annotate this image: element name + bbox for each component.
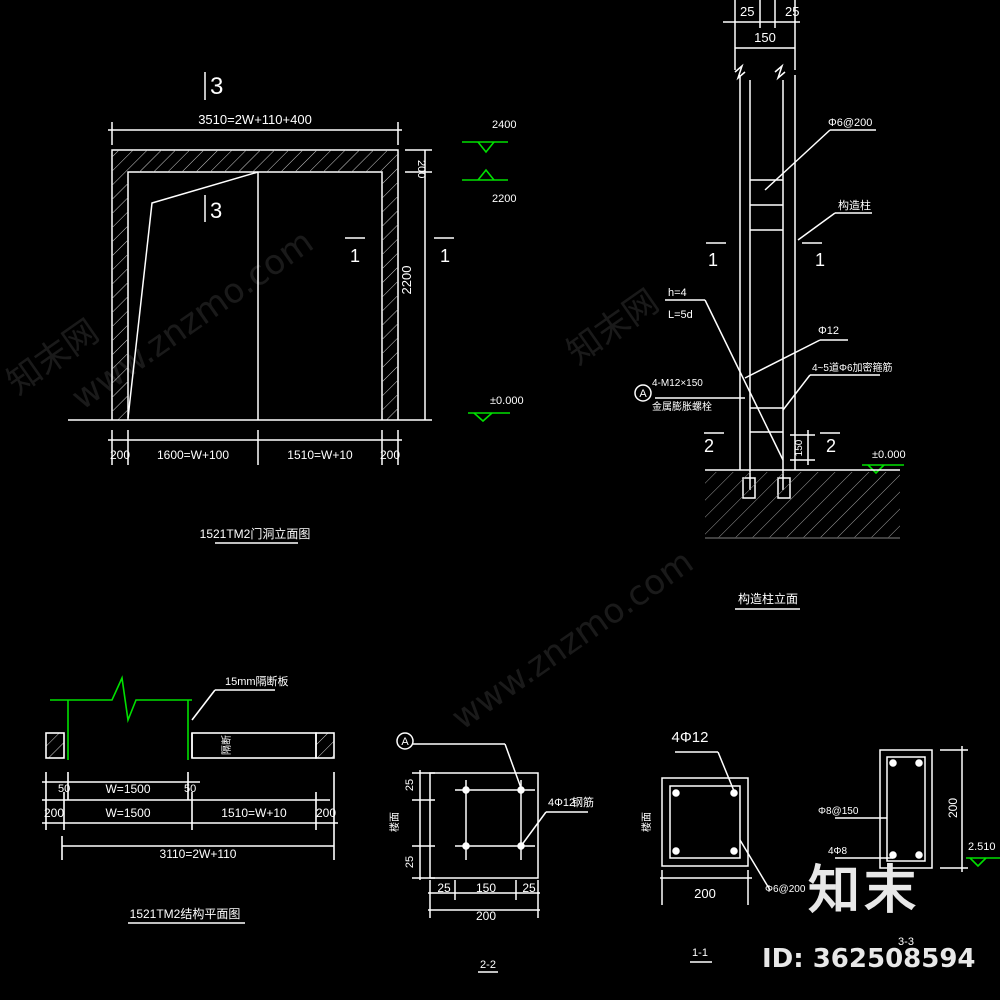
svg-text:W=1500: W=1500 bbox=[105, 782, 150, 796]
svg-text:1521TM2结构平面图: 1521TM2结构平面图 bbox=[130, 906, 241, 921]
svg-text:±0.000: ±0.000 bbox=[490, 395, 524, 407]
svg-text:Φ12: Φ12 bbox=[818, 325, 839, 337]
svg-text:2200: 2200 bbox=[492, 193, 516, 205]
svg-text:50: 50 bbox=[58, 783, 70, 795]
svg-text:25: 25 bbox=[404, 856, 416, 868]
svg-text:W=1500: W=1500 bbox=[105, 806, 150, 820]
svg-text:Φ8@150: Φ8@150 bbox=[818, 806, 859, 817]
svg-text:楼面: 楼面 bbox=[388, 812, 401, 832]
svg-text:h=4: h=4 bbox=[668, 287, 687, 299]
brand-logo: 知末 bbox=[808, 861, 921, 921]
svg-text:3110=2W+110: 3110=2W+110 bbox=[160, 847, 237, 861]
svg-text:1: 1 bbox=[350, 246, 360, 266]
svg-text:150: 150 bbox=[754, 30, 776, 45]
svg-text:2400: 2400 bbox=[492, 119, 516, 131]
section-3-3-text: Φ8@150 4Φ8 200 2.510 3-3 bbox=[818, 798, 996, 948]
svg-text:200: 200 bbox=[316, 806, 336, 820]
svg-text:楼面: 楼面 bbox=[640, 812, 653, 832]
column-text: 25 25 150 Φ6@200 构造柱 h=4 L=5d Φ12 4~5道Φ6… bbox=[639, 4, 905, 606]
svg-text:3: 3 bbox=[210, 198, 222, 223]
svg-text:1521TM2门洞立面图: 1521TM2门洞立面图 bbox=[200, 526, 311, 541]
door-frame-inner bbox=[127, 171, 383, 420]
section-1-1-text: 4Φ12 楼面 200 Φ6@200 1-1 bbox=[640, 729, 806, 959]
svg-text:150: 150 bbox=[476, 881, 496, 895]
svg-text:4Φ12: 4Φ12 bbox=[548, 797, 575, 809]
section-3-3 bbox=[835, 746, 968, 872]
plan-text: 15mm隔断板 隔断 50 50 W=1500 W=1500 200 1510=… bbox=[44, 674, 336, 921]
svg-text:2: 2 bbox=[704, 436, 714, 456]
svg-text:1: 1 bbox=[440, 246, 450, 266]
svg-text:2.510: 2.510 bbox=[968, 841, 996, 853]
svg-text:1-1: 1-1 bbox=[692, 947, 708, 959]
plan-view bbox=[42, 675, 338, 860]
svg-text:25: 25 bbox=[437, 881, 451, 895]
svg-text:15mm隔断板: 15mm隔断板 bbox=[225, 674, 289, 688]
section-2-2-text: A 4Φ12 钢筋 楼面 25 25 25 150 25 200 2-2 bbox=[388, 736, 594, 971]
svg-text:200: 200 bbox=[476, 909, 496, 923]
svg-text:3: 3 bbox=[210, 73, 223, 100]
svg-text:构造柱立面: 构造柱立面 bbox=[738, 591, 798, 606]
svg-text:2-2: 2-2 bbox=[480, 959, 496, 971]
svg-text:200: 200 bbox=[415, 160, 427, 178]
svg-text:2: 2 bbox=[826, 436, 836, 456]
svg-text:L=5d: L=5d bbox=[668, 309, 693, 321]
svg-text:构造柱: 构造柱 bbox=[838, 198, 871, 212]
svg-text:25: 25 bbox=[785, 4, 799, 19]
svg-text:200: 200 bbox=[110, 448, 130, 462]
svg-text:隔断: 隔断 bbox=[220, 735, 233, 755]
svg-text:1510=W+10: 1510=W+10 bbox=[221, 806, 287, 820]
section-2-2 bbox=[396, 732, 588, 973]
svg-text:1600=W+100: 1600=W+100 bbox=[157, 448, 229, 462]
frame-hatch bbox=[112, 150, 398, 420]
door-swing-line bbox=[127, 171, 259, 419]
svg-text:50: 50 bbox=[184, 783, 196, 795]
svg-text:金属膨胀螺栓: 金属膨胀螺栓 bbox=[652, 400, 712, 413]
svg-text:钢筋: 钢筋 bbox=[572, 795, 594, 809]
svg-text:200: 200 bbox=[946, 798, 960, 818]
svg-text:A: A bbox=[639, 388, 647, 400]
svg-text:25: 25 bbox=[404, 779, 416, 791]
svg-text:4Φ8: 4Φ8 bbox=[828, 846, 848, 857]
elevation-text: 3 3510=2W+110+400 3 1 1 200 2200 2400 22… bbox=[110, 73, 524, 541]
svg-text:3510=2W+110+400: 3510=2W+110+400 bbox=[198, 112, 312, 127]
door-frame-outer bbox=[111, 149, 399, 420]
svg-text:25: 25 bbox=[522, 881, 536, 895]
svg-text:1510=W+10: 1510=W+10 bbox=[287, 448, 353, 462]
level-markers bbox=[462, 141, 1000, 868]
svg-text:4~5道Φ6加密箍筋: 4~5道Φ6加密箍筋 bbox=[812, 361, 893, 374]
brand-id: ID: 362508594 bbox=[762, 944, 976, 974]
svg-text:3-3: 3-3 bbox=[898, 936, 914, 948]
svg-text:1: 1 bbox=[815, 250, 825, 270]
svg-text:4-M12×150: 4-M12×150 bbox=[652, 378, 703, 389]
elevation-view bbox=[68, 72, 454, 465]
svg-text:A: A bbox=[401, 736, 409, 748]
svg-text:Φ6@200: Φ6@200 bbox=[828, 117, 872, 129]
svg-text:±0.000: ±0.000 bbox=[872, 449, 906, 461]
svg-text:4Φ12: 4Φ12 bbox=[672, 729, 709, 746]
svg-text:25: 25 bbox=[740, 4, 754, 19]
column-elevation bbox=[634, 0, 900, 539]
svg-text:1: 1 bbox=[708, 250, 718, 270]
svg-text:2200: 2200 bbox=[399, 266, 414, 295]
svg-text:200: 200 bbox=[44, 806, 64, 820]
svg-text:200: 200 bbox=[694, 886, 716, 901]
svg-text:200: 200 bbox=[380, 448, 400, 462]
section-1-1 bbox=[660, 751, 771, 963]
svg-text:150: 150 bbox=[794, 439, 805, 456]
svg-text:Φ6@200: Φ6@200 bbox=[765, 884, 806, 895]
